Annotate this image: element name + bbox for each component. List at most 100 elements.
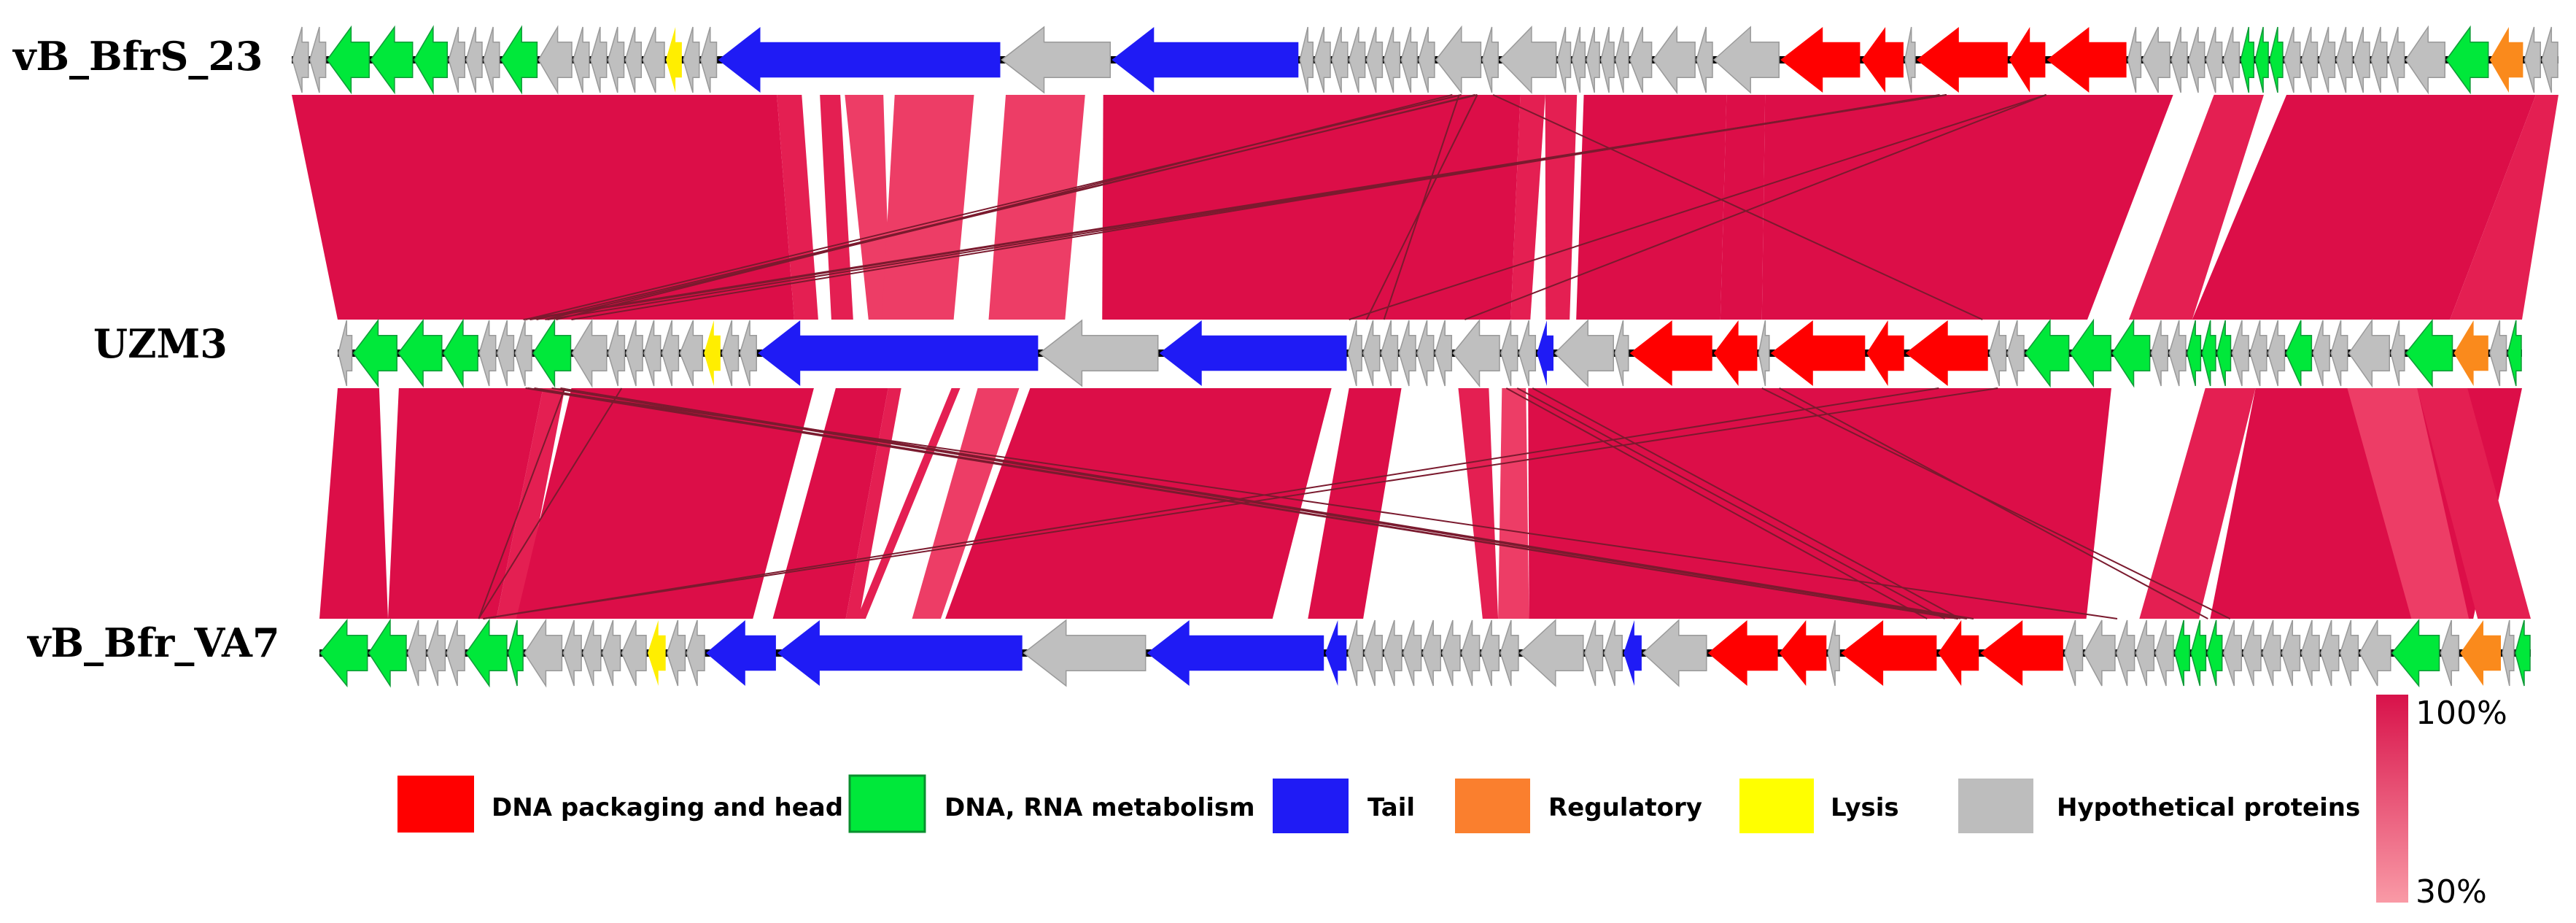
gene-arrow-metabolism (532, 318, 572, 388)
gene-arrow-hypothetical (562, 619, 582, 687)
gene-arrow-lysis (648, 620, 666, 686)
gene-arrow-metabolism (368, 618, 407, 688)
gene-arrow-dna-packaging (1770, 320, 1866, 386)
similarity-band (1102, 95, 1521, 320)
similarity-band (820, 95, 853, 320)
gene-arrow-tail (1112, 27, 1299, 93)
gene-arrow-hypothetical (2523, 26, 2541, 93)
similarity-link (1505, 387, 1928, 619)
gene-arrow-hypothetical (1314, 26, 1331, 93)
similarity-band (945, 388, 1332, 619)
gene-arrow-hypothetical (573, 26, 590, 93)
gene-arrow-hypothetical (2116, 619, 2135, 687)
gene-arrow-hypothetical (683, 26, 700, 93)
similarity-band (1576, 95, 1727, 320)
legend-swatch-dna-packaging (397, 776, 474, 833)
gene-arrow-hypothetical (1441, 619, 1461, 687)
gene-arrow-dna-packaging (1861, 27, 1904, 93)
gene-arrow-metabolism (2025, 318, 2070, 388)
gene-arrow-metabolism (2216, 320, 2232, 387)
gene-arrow-hypothetical (624, 26, 643, 93)
gene-arrow-hypothetical (1629, 26, 1653, 93)
gene-arrow-metabolism (442, 318, 478, 388)
legend: DNA packaging and head DNA, RNA metaboli… (397, 774, 2360, 833)
gene-arrow-hypothetical (1001, 26, 1112, 94)
similarity-bands (292, 95, 2558, 619)
gene-arrow-tail (1537, 320, 1553, 386)
gene-arrow-hypothetical (2353, 26, 2370, 93)
similarity-band (387, 388, 543, 619)
similarity-link (1349, 94, 2047, 320)
gene-arrow-hypothetical (1400, 26, 1418, 93)
similarity-link (1516, 387, 1945, 619)
gene-arrow-hypothetical (2370, 26, 2388, 93)
genome-label-0: vB_BfrS_23 (12, 33, 263, 80)
gene-arrow-hypothetical (514, 320, 532, 387)
gene-arrow-metabolism (2111, 318, 2151, 388)
gene-arrow-tail (777, 620, 1023, 686)
gene-arrow-hypothetical (1904, 26, 1916, 93)
gene-arrow-hypothetical (2168, 320, 2187, 387)
identity-scale-min-label: 30% (2416, 873, 2487, 911)
gene-arrow-hypothetical (1481, 26, 1499, 93)
gene-arrow-hypothetical (1416, 320, 1435, 387)
gene-arrow-hypothetical (1615, 26, 1629, 93)
gene-arrow-hypothetical (478, 320, 497, 387)
gene-arrow-hypothetical (625, 320, 643, 387)
similarity-band (912, 388, 1020, 619)
similarity-band (2347, 388, 2470, 619)
gene-arrow-hypothetical (2281, 619, 2301, 687)
gene-arrow-hypothetical (1363, 619, 1383, 687)
gene-arrow-hypothetical (1556, 26, 1572, 93)
similarity-band (319, 388, 388, 619)
gene-arrow-hypothetical (2300, 26, 2319, 93)
similarity-link (545, 94, 1475, 320)
genome-track-1: UZM3 (93, 318, 2522, 388)
gene-arrow-tail (718, 27, 1001, 93)
gene-arrow-hypothetical (1299, 26, 1314, 93)
gene-arrow-metabolism (508, 619, 524, 687)
genome-label-2: vB_Bfr_VA7 (27, 619, 280, 666)
gene-arrow-dna-packaging (1980, 620, 2063, 686)
gene-arrow-hypothetical (1586, 26, 1600, 93)
gene-arrow-metabolism (2285, 320, 2313, 387)
gene-arrow-hypothetical (2330, 320, 2348, 387)
gene-arrow-dna-packaging (1905, 320, 1988, 386)
similarity-band (1545, 95, 1578, 320)
similarity-link (483, 387, 1939, 619)
similarity-link (534, 387, 1958, 619)
gene-arrow-dna-packaging (1779, 620, 1827, 686)
gene-arrow-hypothetical (2541, 26, 2558, 93)
gene-arrow-hypothetical (1435, 25, 1482, 95)
gene-arrow-hypothetical (2135, 619, 2155, 687)
gene-arrow-hypothetical (2388, 26, 2405, 93)
gene-arrow-hypothetical (2205, 26, 2223, 93)
gene-arrow-hypothetical (2249, 320, 2267, 387)
gene-arrow-dna-packaging (1713, 320, 1758, 386)
similarity-band (1761, 95, 2173, 320)
gene-arrow-regulatory (2453, 320, 2488, 386)
gene-arrow-hypothetical (2231, 320, 2249, 387)
gene-arrow-metabolism (465, 618, 508, 688)
gene-arrow-dna-packaging (2009, 27, 2046, 93)
gene-arrow-tail (758, 320, 1039, 386)
gene-arrow-hypothetical (642, 26, 665, 93)
gene-arrow-hypothetical (739, 320, 757, 387)
gene-arrow-hypothetical (1418, 26, 1435, 93)
gene-arrow-hypothetical (1383, 619, 1403, 687)
similarity-band (496, 388, 565, 619)
legend-item-hypothetical: Hypothetical proteins (1958, 779, 2360, 833)
gene-arrow-hypothetical (1652, 25, 1696, 95)
gene-arrow-hypothetical (699, 26, 718, 93)
similarity-band (1720, 95, 1766, 320)
similarity-band (2139, 388, 2256, 619)
gene-arrow-tail (1159, 320, 1347, 386)
gene-arrow-lysis (704, 320, 721, 386)
gene-arrow-metabolism (2069, 318, 2111, 388)
gene-arrow-hypothetical (2141, 26, 2170, 93)
gene-arrow-hypothetical (721, 320, 740, 387)
gene-arrow-hypothetical (1696, 26, 1713, 93)
similarity-link (571, 94, 1940, 320)
gene-arrow-dna-packaging (1707, 620, 1778, 686)
gene-arrow-tail (1325, 620, 1347, 686)
